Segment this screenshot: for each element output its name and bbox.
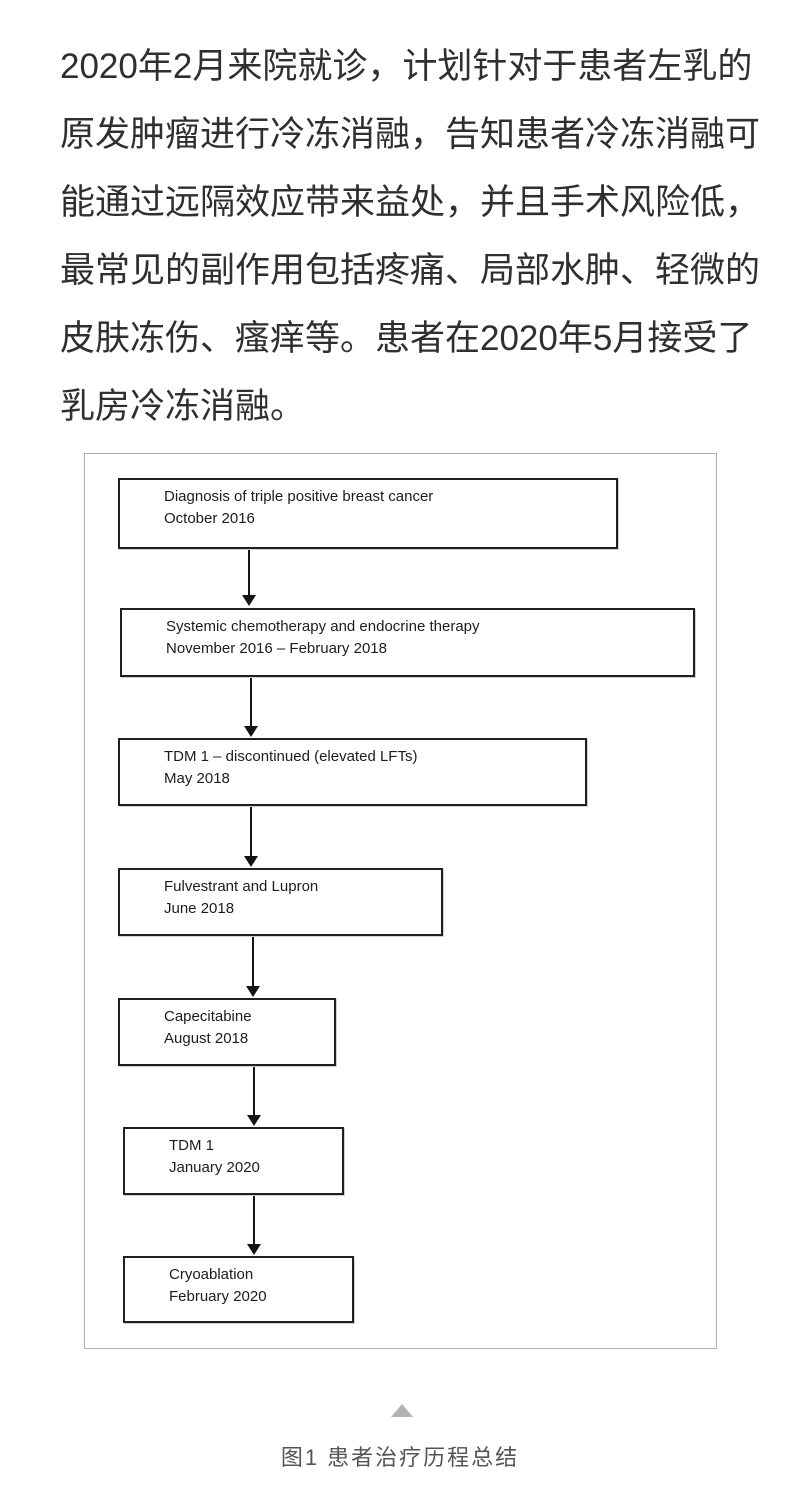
- flow-step-title: Systemic chemotherapy and endocrine ther…: [166, 618, 480, 635]
- triangle-up-icon: [391, 1404, 413, 1417]
- down-arrow-icon: [242, 550, 256, 606]
- down-arrow-icon: [244, 807, 258, 867]
- paragraph-line: 最常见的副作用包括疼痛、局部水肿、轻微的: [60, 251, 761, 290]
- paragraph-line: 乳房冷冻消融。: [60, 387, 306, 426]
- flow-step-date: August 2018: [164, 1030, 249, 1047]
- flow-step-date: October 2016: [164, 510, 255, 527]
- flow-step-title: TDM 1 – discontinued (elevated LFTs): [164, 748, 418, 765]
- flow-step-title: Diagnosis of triple positive breast canc…: [164, 488, 434, 505]
- flow-step-title: Capecitabine: [164, 1008, 252, 1025]
- flow-step-diagnosis: Diagnosis of triple positive breast canc…: [118, 478, 618, 549]
- flow-step-title: TDM 1: [169, 1137, 214, 1154]
- flow-step-cryoablation: Cryoablation February 2020: [123, 1256, 354, 1323]
- down-arrow-icon: [244, 678, 258, 737]
- flow-step-tdm1-discontinued: TDM 1 – discontinued (elevated LFTs) May…: [118, 738, 587, 806]
- paragraph-line: 皮肤冻伤、瘙痒等。患者在2020年5月接受了: [60, 319, 753, 358]
- flow-step-date: June 2018: [164, 900, 235, 917]
- flow-step-tdm1: TDM 1 January 2020: [123, 1127, 344, 1195]
- figure-caption: 图1 患者治疗历程总结: [280, 1445, 520, 1470]
- paragraph-line: 能通过远隔效应带来益处，并且手术风险低，: [60, 183, 761, 222]
- flow-step-capecitabine: Capecitabine August 2018: [118, 998, 336, 1066]
- down-arrow-icon: [247, 1067, 261, 1126]
- body-paragraph: 2020年2月来院就诊，计划针对于患者左乳的 原发肿瘤进行冷冻消融，告知患者冷冻…: [60, 33, 761, 441]
- flow-step-date: January 2020: [169, 1159, 260, 1176]
- flow-step-chemotherapy: Systemic chemotherapy and endocrine ther…: [120, 608, 695, 677]
- treatment-flowchart-figure: Diagnosis of triple positive breast canc…: [84, 453, 717, 1349]
- paragraph-line: 2020年2月来院就诊，计划针对于患者左乳的: [60, 47, 753, 86]
- flow-step-date: February 2020: [169, 1288, 267, 1305]
- down-arrow-icon: [247, 1196, 261, 1255]
- flow-step-fulvestrant-lupron: Fulvestrant and Lupron June 2018: [118, 868, 443, 936]
- down-arrow-icon: [246, 937, 260, 997]
- flow-step-date: May 2018: [164, 770, 230, 787]
- paragraph-line: 原发肿瘤进行冷冻消融，告知患者冷冻消融可: [60, 115, 761, 154]
- flow-step-date: November 2016 – February 2018: [166, 640, 387, 657]
- flow-step-title: Fulvestrant and Lupron: [164, 878, 319, 895]
- flow-step-title: Cryoablation: [169, 1266, 254, 1283]
